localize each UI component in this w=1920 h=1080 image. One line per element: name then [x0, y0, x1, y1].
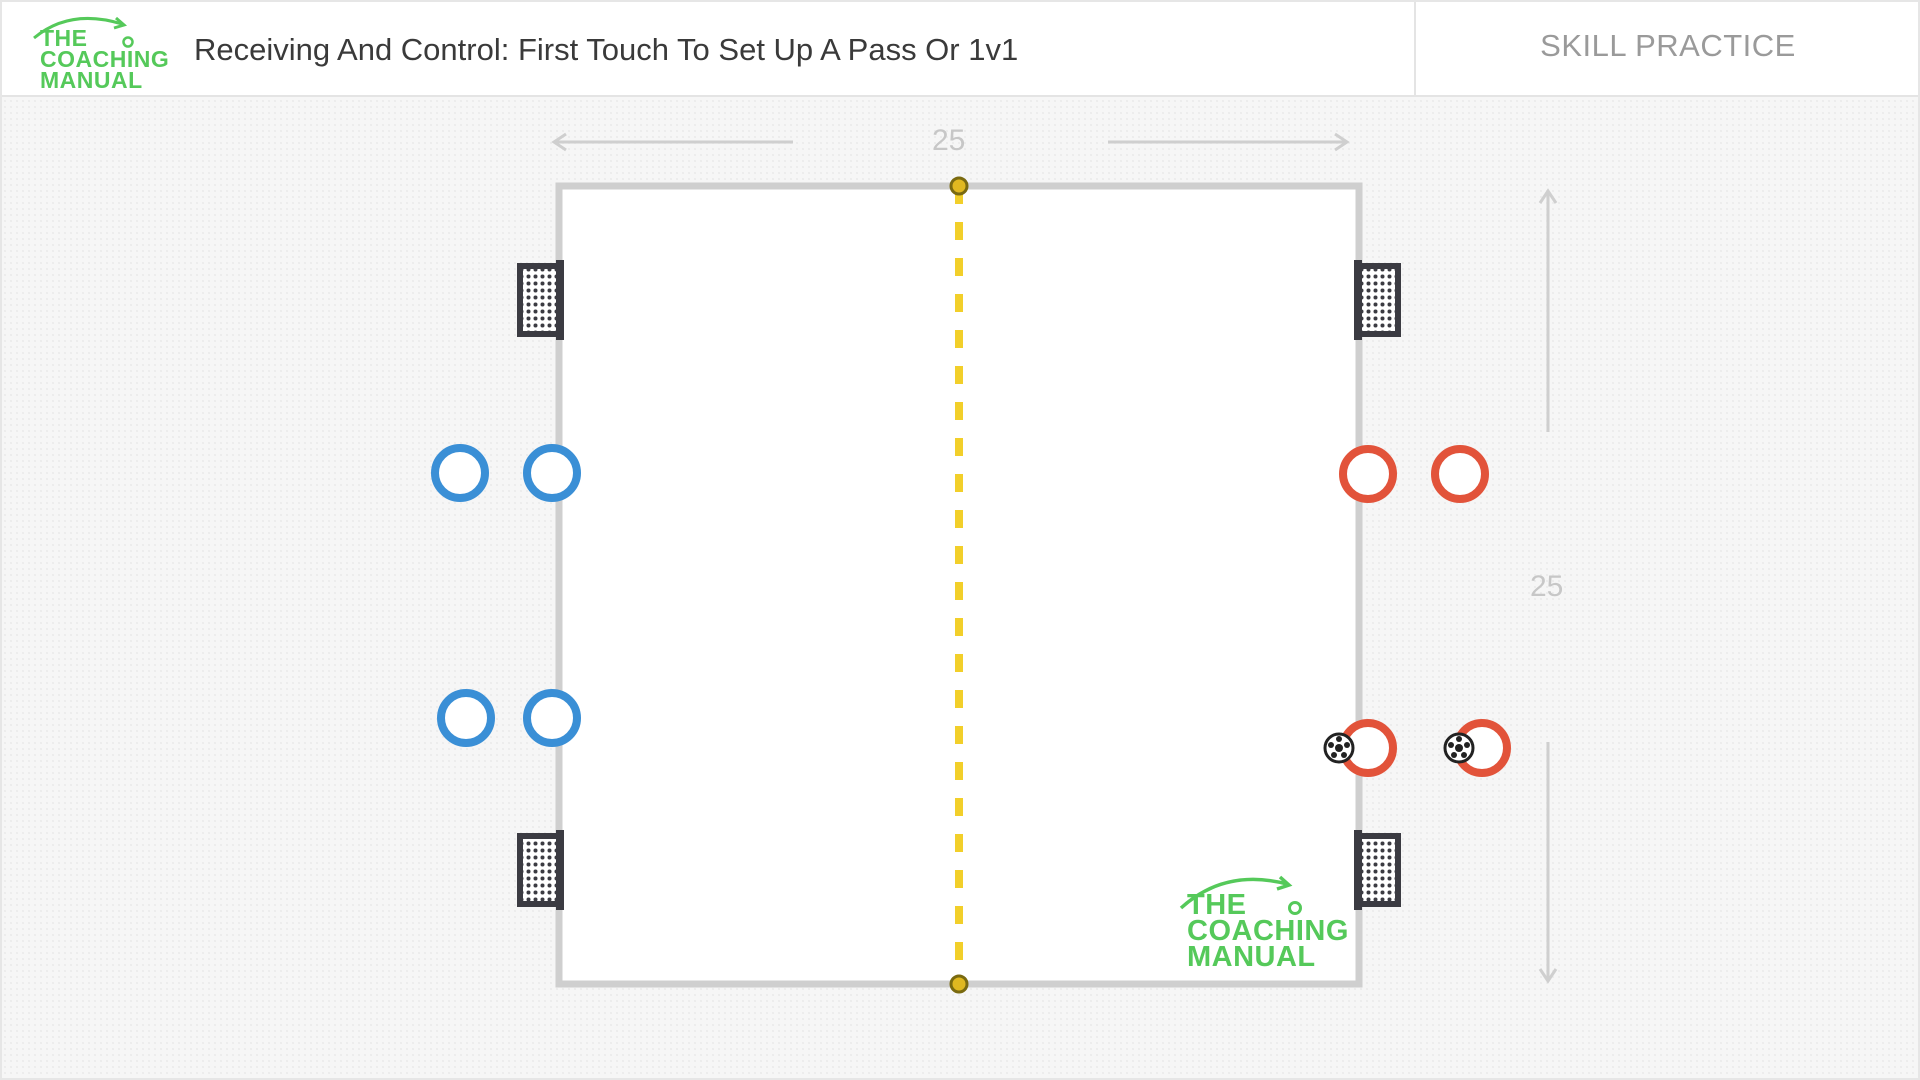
header-divider — [1414, 2, 1416, 95]
watermark-line-1: THE — [1187, 889, 1247, 921]
header-bar: THE COACHING MANUAL Receiving And Contro… — [2, 2, 1918, 97]
cone-icon — [949, 176, 969, 196]
logo-line-1: THE — [40, 25, 88, 51]
goal-icon — [517, 260, 564, 340]
watermark-line-3: MANUAL — [1187, 941, 1316, 973]
blue-player — [437, 689, 495, 747]
red-player — [1431, 445, 1489, 503]
red-player — [1339, 445, 1397, 503]
watermark-logo: THE COACHING MANUAL — [1175, 868, 1355, 978]
logo-arrow-icon — [33, 16, 134, 48]
goal-icon — [1354, 830, 1401, 910]
soccer-ball-icon — [1323, 732, 1355, 764]
page-title: Receiving And Control: First Touch To Se… — [194, 32, 1019, 67]
goal-icon — [1354, 260, 1401, 340]
blue-player — [523, 444, 581, 502]
length-dimension-arrow — [1538, 188, 1558, 984]
blue-player — [431, 444, 489, 502]
logo-text: THE COACHING MANUAL — [40, 25, 170, 93]
logo-line-2: COACHING — [40, 46, 170, 72]
width-dimension-arrow — [551, 132, 1350, 152]
pitch-length-label: 25 — [1530, 570, 1564, 603]
watermark-arrow-icon — [1179, 875, 1302, 915]
soccer-ball-icon — [1443, 732, 1475, 764]
coaching-manual-logo: THE COACHING MANUAL — [30, 12, 180, 92]
blue-player — [523, 689, 581, 747]
category-badge: SKILL PRACTICE — [1540, 28, 1796, 63]
pitch-width-label: 25 — [932, 124, 966, 157]
goal-icon — [517, 830, 564, 910]
cone-icon — [949, 974, 969, 994]
watermark-line-2: COACHING — [1187, 915, 1349, 947]
logo-line-3: MANUAL — [40, 67, 143, 93]
watermark-text: THE COACHING MANUAL — [1187, 889, 1349, 973]
